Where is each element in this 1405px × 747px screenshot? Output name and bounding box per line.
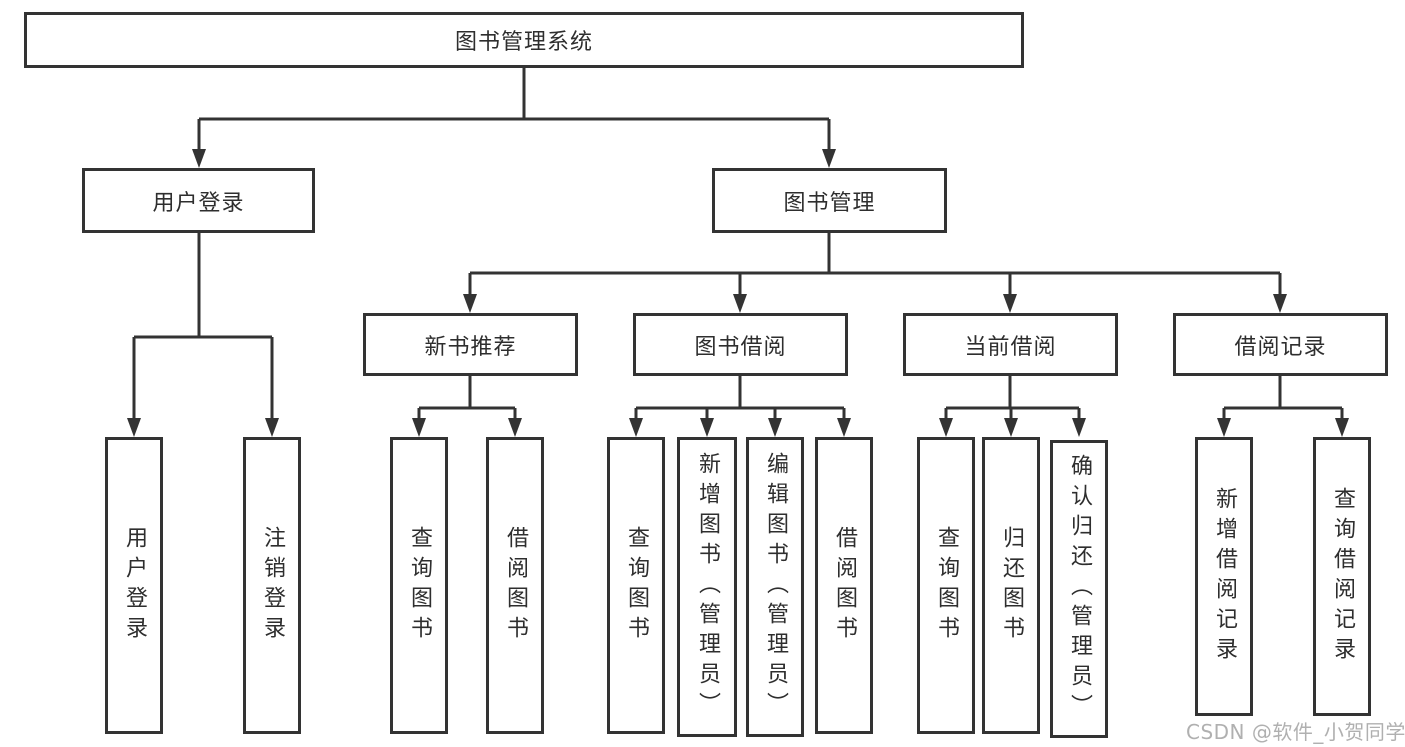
leaf-label: 归还图书 xyxy=(999,525,1024,646)
arrowhead-icon xyxy=(1335,418,1349,437)
leaf-label: 查询图书 xyxy=(934,525,959,646)
leaf-label: 查询图书 xyxy=(407,525,432,646)
arrowheads-group xyxy=(127,149,1349,437)
leaf-label: 查询借阅记录 xyxy=(1330,486,1355,667)
leaf-label: 确认归还（管理员） xyxy=(1067,454,1092,724)
node-user-login: 用户登录 xyxy=(82,168,315,233)
leaf-add-book-admin: 新增图书（管理员） xyxy=(677,437,737,737)
leaf-user-login: 用户登录 xyxy=(105,437,163,734)
node-label: 图书借阅 xyxy=(694,334,787,360)
arrowhead-icon xyxy=(412,418,426,437)
leaf-label: 新增借阅记录 xyxy=(1212,486,1237,667)
leaf-query-borrow-record: 查询借阅记录 xyxy=(1313,437,1371,716)
node-root-library-system: 图书管理系统 xyxy=(24,12,1024,68)
leaf-label: 查询图书 xyxy=(624,525,649,646)
arrowhead-icon xyxy=(1273,294,1287,313)
leaf-borrow-books-borrowing: 借阅图书 xyxy=(815,437,873,734)
leaf-label: 新增图书（管理员） xyxy=(695,452,720,722)
leaf-query-books-borrowing: 查询图书 xyxy=(607,437,665,734)
leaf-label: 借阅图书 xyxy=(832,525,857,646)
arrowhead-icon xyxy=(1217,418,1231,437)
node-label: 新书推荐 xyxy=(424,334,517,360)
csdn-watermark: CSDN @软件_小贺同学 xyxy=(1186,720,1405,744)
arrowhead-icon xyxy=(192,149,206,168)
arrowhead-icon xyxy=(837,418,851,437)
node-label: 图书管理系统 xyxy=(454,30,593,55)
arrowhead-icon xyxy=(768,418,782,437)
node-borrowing-records: 借阅记录 xyxy=(1173,313,1388,376)
node-label: 借阅记录 xyxy=(1234,334,1327,360)
arrowhead-icon xyxy=(822,149,836,168)
leaf-logout: 注销登录 xyxy=(243,437,301,734)
leaf-label: 用户登录 xyxy=(122,525,147,646)
connector-path xyxy=(132,68,1344,424)
node-label: 图书管理 xyxy=(783,190,876,216)
leaf-borrow-books-recommend: 借阅图书 xyxy=(486,437,544,734)
arrowhead-icon xyxy=(700,418,714,437)
leaf-label: 借阅图书 xyxy=(503,525,528,646)
node-new-book-recommendation: 新书推荐 xyxy=(363,313,578,376)
leaf-query-books-current: 查询图书 xyxy=(917,437,975,734)
arrowhead-icon xyxy=(939,418,953,437)
leaf-return-books: 归还图书 xyxy=(982,437,1040,734)
arrowhead-icon xyxy=(733,294,747,313)
arrowhead-icon xyxy=(463,294,477,313)
leaf-add-borrow-record: 新增借阅记录 xyxy=(1195,437,1253,716)
node-current-borrowing: 当前借阅 xyxy=(903,313,1118,376)
arrowhead-icon xyxy=(629,418,643,437)
arrowhead-icon xyxy=(1003,294,1017,313)
arrowhead-icon xyxy=(1004,418,1018,437)
leaf-query-books-recommend: 查询图书 xyxy=(390,437,448,734)
leaf-confirm-return-admin: 确认归还（管理员） xyxy=(1050,440,1108,738)
arrowhead-icon xyxy=(127,418,141,437)
arrowhead-icon xyxy=(1072,418,1086,437)
node-label: 当前借阅 xyxy=(964,334,1057,360)
leaf-label: 编辑图书（管理员） xyxy=(763,452,788,722)
node-label: 用户登录 xyxy=(152,190,245,216)
node-book-management: 图书管理 xyxy=(712,168,947,233)
node-book-borrowing: 图书借阅 xyxy=(633,313,848,376)
leaf-label: 注销登录 xyxy=(260,525,285,646)
arrowhead-icon xyxy=(508,418,522,437)
leaf-edit-book-admin: 编辑图书（管理员） xyxy=(746,437,804,737)
arrowhead-icon xyxy=(265,418,279,437)
